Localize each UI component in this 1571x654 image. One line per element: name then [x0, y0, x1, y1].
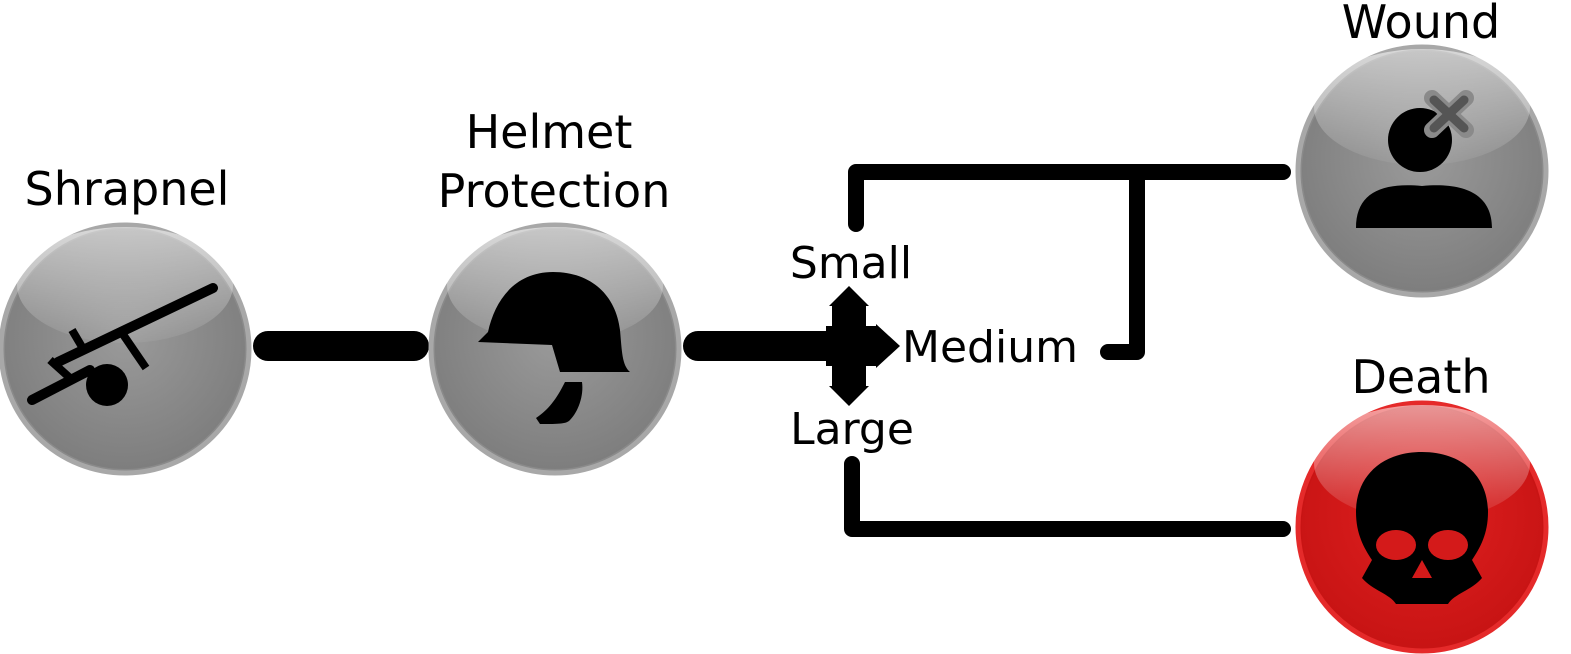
death-label: Death: [1351, 350, 1490, 404]
helmet-label-line2: Protection: [438, 164, 671, 218]
connector-small-wound: [848, 164, 1291, 232]
branch-medium-label: Medium: [902, 322, 1078, 373]
branch-large-label: Large: [790, 404, 914, 455]
helmet-node: [428, 222, 682, 476]
helmet-icon: [478, 272, 630, 424]
skull-icon: [1356, 452, 1488, 604]
shrapnel-node: [0, 222, 252, 476]
branch-small-label: Small: [790, 238, 912, 289]
shrapnel-label: Shrapnel: [25, 162, 230, 216]
wound-node: [1295, 44, 1549, 298]
death-node: [1295, 400, 1549, 654]
connector-large-death: [844, 456, 1291, 537]
connector-medium-wound: [1100, 164, 1145, 360]
wound-label: Wound: [1342, 0, 1500, 49]
helmet-label-line1: Helmet: [466, 105, 633, 159]
branch-arrows-icon: [826, 286, 900, 406]
cannon-icon: [27, 283, 218, 406]
wounded-person-icon: [1356, 90, 1492, 228]
